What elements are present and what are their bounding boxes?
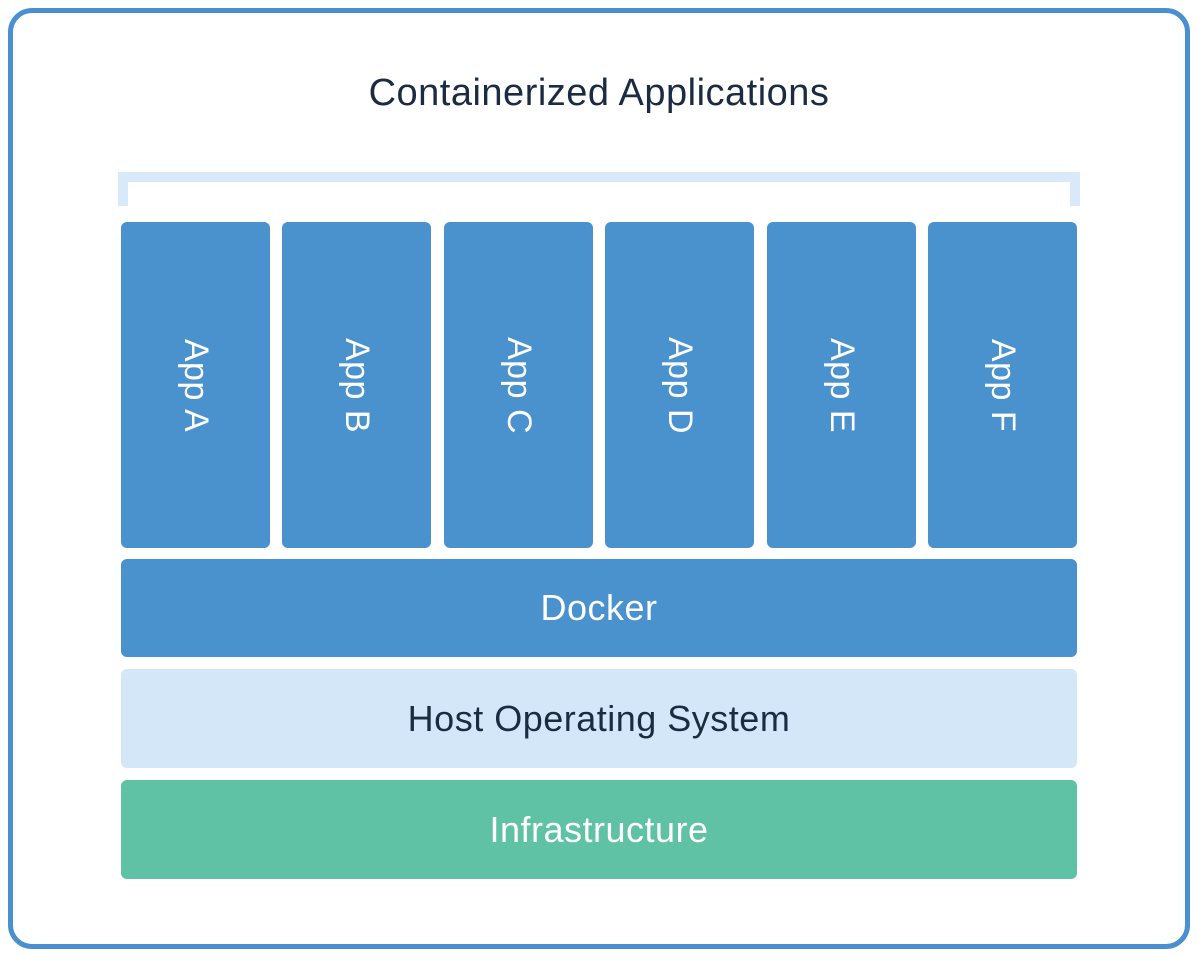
infrastructure-layer: Infrastructure — [121, 780, 1077, 879]
app-label-c: App C — [499, 336, 538, 434]
diagram-frame — [8, 8, 1190, 949]
app-box-d: App D — [605, 222, 755, 548]
docker-layer-label: Docker — [540, 587, 658, 628]
infrastructure-layer-label: Infrastructure — [489, 808, 709, 850]
app-box-b: App B — [282, 222, 432, 548]
docker-layer: Docker — [121, 559, 1077, 657]
apps-row: App A App B App C App D App E App F — [121, 222, 1077, 548]
host-os-layer-label: Host Operating System — [407, 697, 791, 739]
app-box-e: App E — [766, 222, 916, 548]
app-label-a: App A — [177, 338, 215, 432]
diagram-title: Containerized Applications — [368, 72, 830, 114]
app-label-b: App B — [338, 337, 377, 433]
app-box-c: App C — [443, 222, 593, 548]
app-box-a: App A — [121, 222, 270, 548]
app-label-e: App E — [822, 337, 861, 433]
host-os-layer: Host Operating System — [121, 669, 1077, 768]
app-box-f: App F — [927, 222, 1077, 548]
apps-group-bracket — [118, 172, 1080, 206]
app-label-d: App D — [661, 336, 700, 434]
app-label-f: App F — [983, 338, 1022, 432]
